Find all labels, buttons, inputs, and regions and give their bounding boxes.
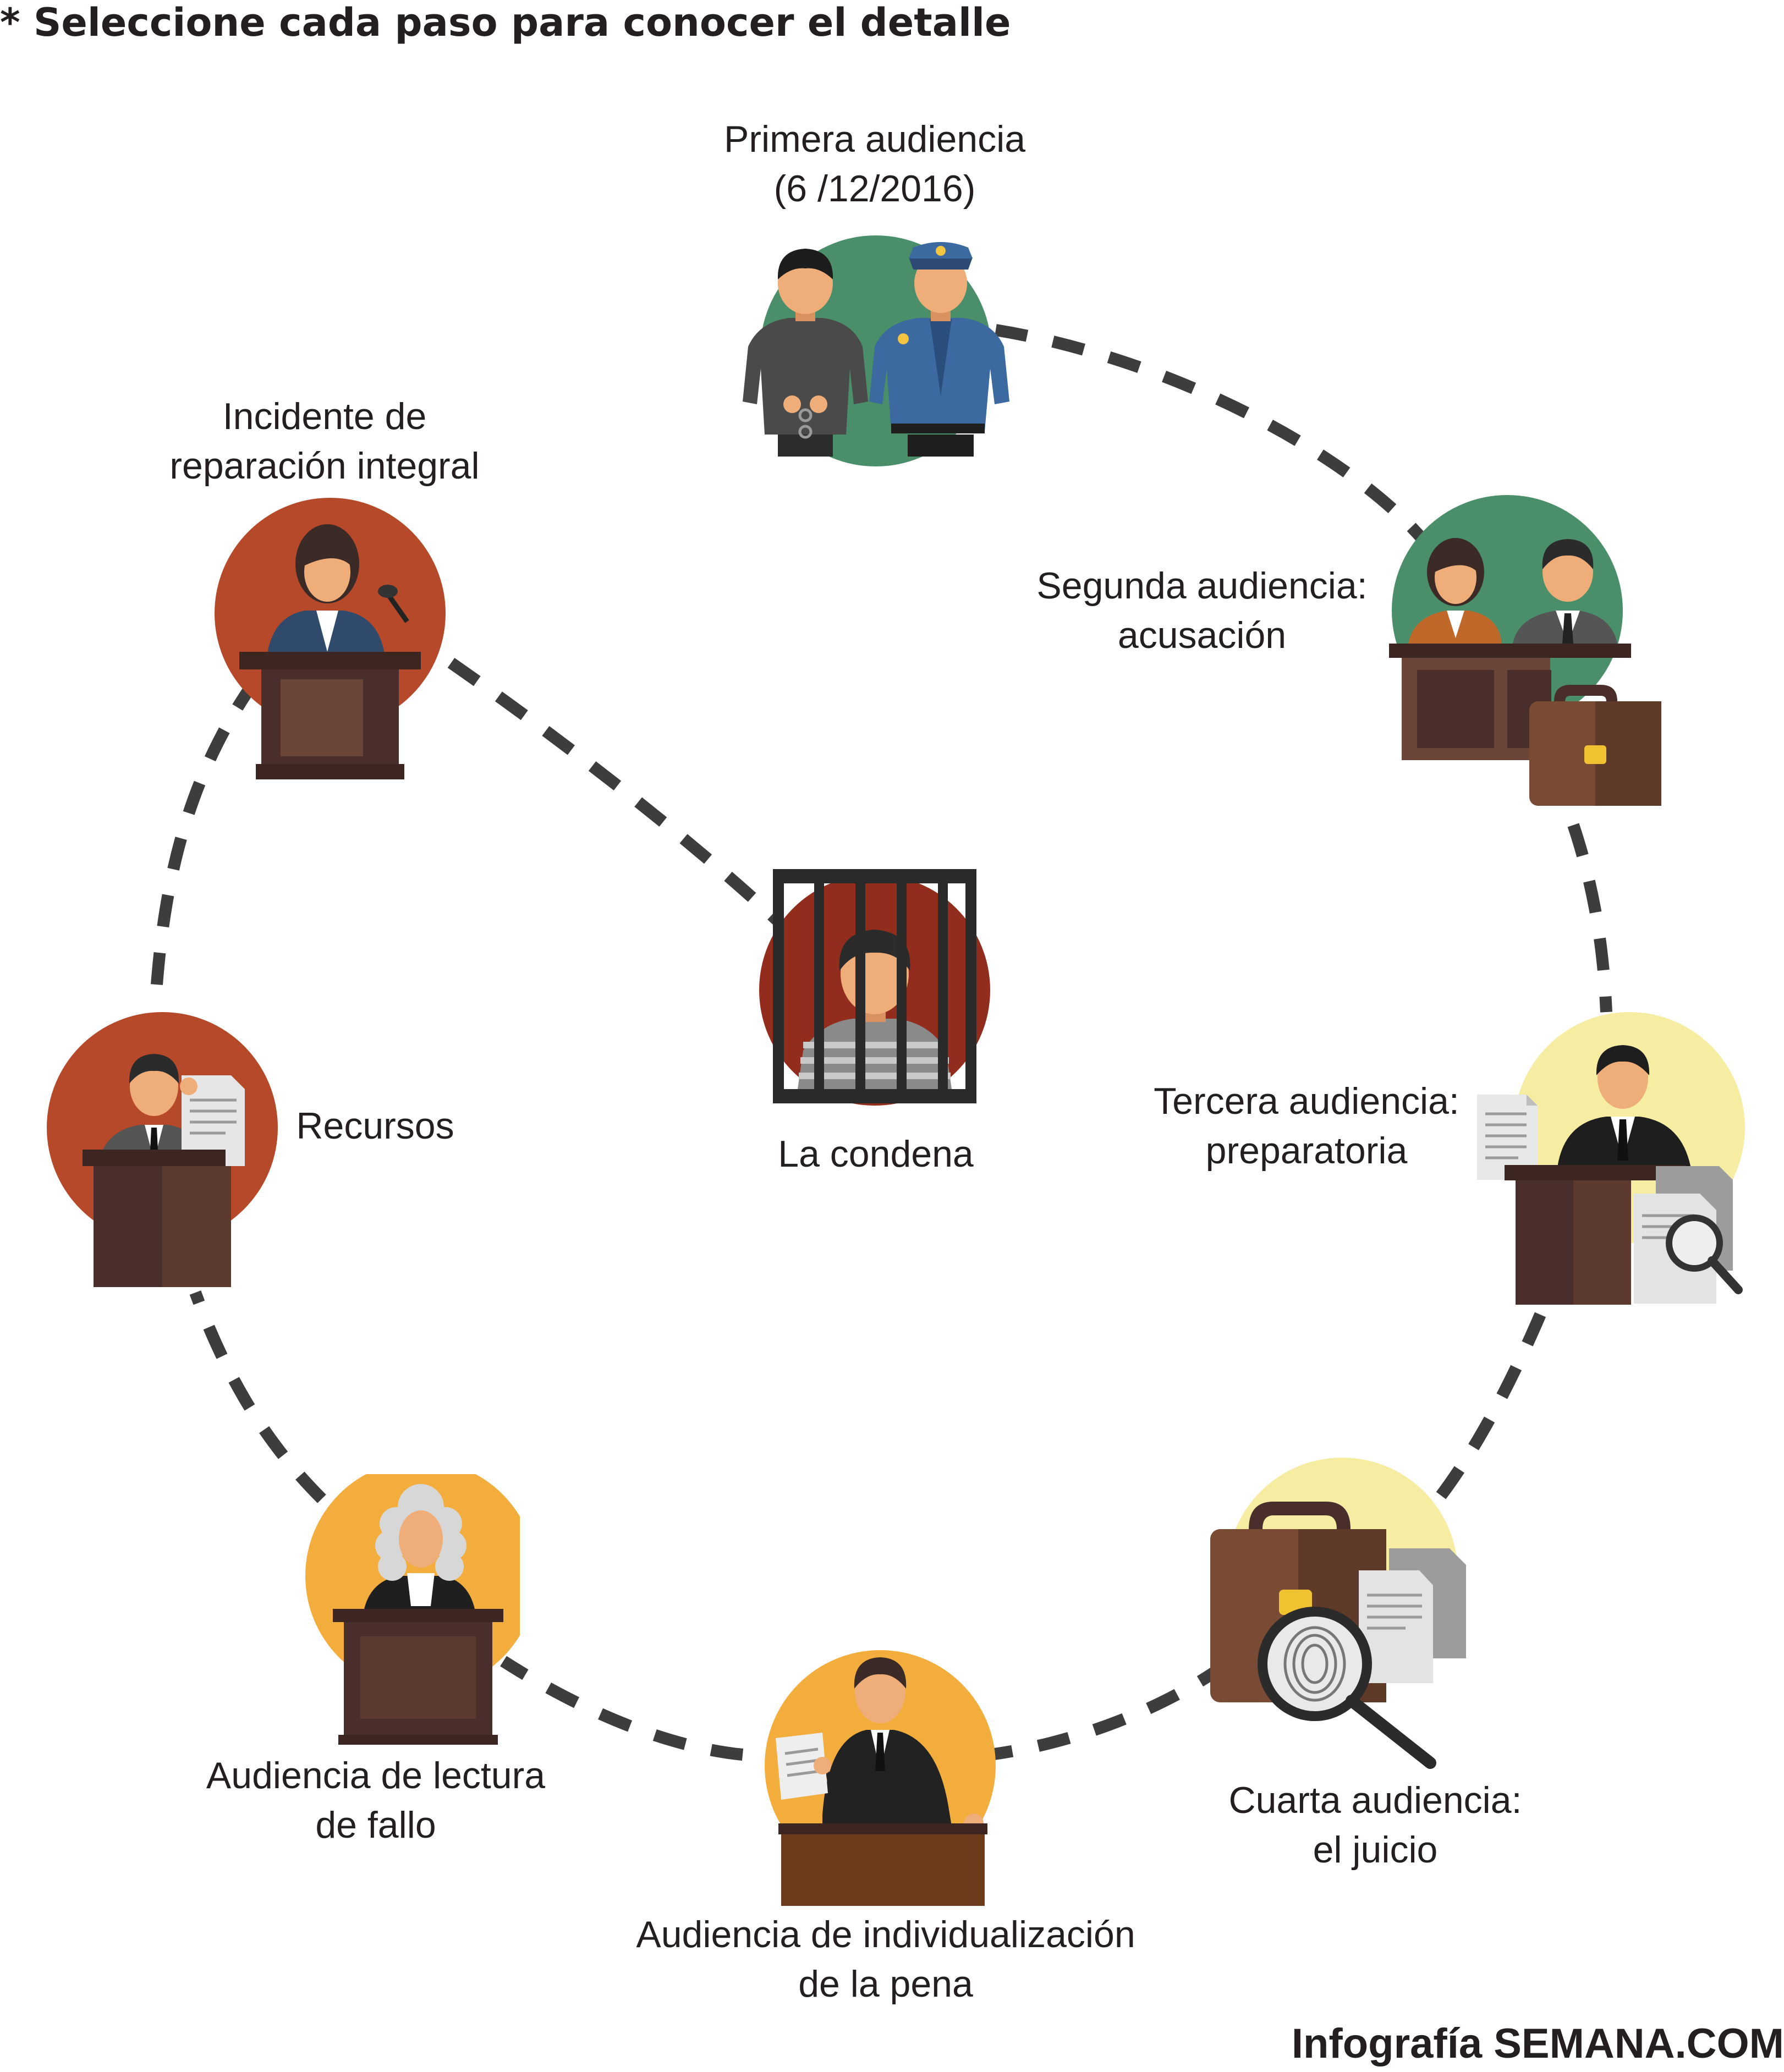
label-primera-audiencia: Primera audiencia (6 /12/2016)	[724, 114, 1025, 213]
step-audiencia-individualizacion[interactable]	[762, 1628, 998, 1909]
lawyers-at-desk-icon	[1389, 495, 1661, 806]
credit-text: Infografía SEMANA.COM	[1291, 2020, 1784, 2067]
connector-segunda-tercera	[1567, 823, 1612, 1013]
lawyer-with-documents-icon	[1477, 1012, 1745, 1305]
label-line: (6 /12/2016)	[773, 168, 976, 210]
prisoner-behind-bars-icon	[759, 869, 990, 1106]
step-incidente-reparacion[interactable]	[215, 498, 451, 817]
label-line: de fallo	[315, 1804, 436, 1846]
label-la-condena: La condena	[778, 1129, 973, 1179]
connector-incidente-condena	[447, 657, 786, 929]
label-line: Audiencia de individualización	[636, 1914, 1135, 1955]
label-line: La condena	[778, 1133, 974, 1175]
label-line: de la pena	[798, 1963, 973, 2005]
label-line: acusación	[1117, 614, 1287, 656]
label-line: preparatoria	[1205, 1130, 1408, 1172]
label-audiencia-individualizacion: Audiencia de individualización de la pen…	[636, 1910, 1135, 2009]
label-line: Segunda audiencia:	[1036, 565, 1368, 607]
instruction-text: * Seleccione cada paso para conocer el d…	[0, 0, 1011, 45]
step-primera-audiencia[interactable]	[726, 215, 1056, 468]
judge-with-wig-icon	[305, 1460, 536, 1745]
woman-at-podium-icon	[215, 498, 446, 779]
label-tercera-audiencia: Tercera audiencia: preparatoria	[1154, 1076, 1459, 1175]
step-audiencia-lectura-fallo[interactable]	[305, 1460, 536, 1749]
briefcase-fingerprint-icon	[1210, 1458, 1466, 1769]
step-tercera-audiencia[interactable]	[1474, 1012, 1749, 1309]
connector-primera-segunda	[995, 324, 1430, 546]
label-line: el juicio	[1313, 1829, 1438, 1871]
label-line: Cuarta audiencia:	[1228, 1779, 1522, 1821]
connector-tercera-cuarta	[1423, 1312, 1546, 1517]
label-line: Audiencia de lectura	[206, 1755, 546, 1796]
man-presenting-document-icon	[765, 1650, 996, 1906]
label-line: Tercera audiencia:	[1154, 1080, 1459, 1122]
step-segunda-audiencia[interactable]	[1375, 495, 1683, 814]
label-line: Incidente de	[222, 395, 427, 437]
label-audiencia-lectura-fallo: Audiencia de lectura de fallo	[206, 1751, 545, 1850]
connector-cuarta-individualizacion	[989, 1659, 1231, 1761]
step-recursos[interactable]	[47, 1012, 283, 1293]
label-line: Primera audiencia	[723, 118, 1026, 160]
label-incidente-reparacion: Incidente de reparación integral	[169, 392, 479, 491]
connector-lectura-recursos	[189, 1290, 326, 1503]
label-cuarta-audiencia: Cuarta audiencia: el juicio	[1228, 1776, 1522, 1875]
step-cuarta-audiencia[interactable]	[1207, 1458, 1494, 1771]
label-segunda-audiencia: Segunda audiencia: acusación	[1036, 561, 1367, 660]
label-line: reparación integral	[169, 445, 480, 487]
label-line: Recursos	[296, 1105, 454, 1147]
label-recursos: Recursos	[296, 1101, 454, 1151]
lawyer-with-appeal-icon	[47, 1012, 278, 1287]
connector-individualizacion-lectura	[500, 1656, 744, 1761]
step-la-condena[interactable]	[759, 864, 990, 1117]
detainee-and-police-icon	[743, 235, 1009, 466]
